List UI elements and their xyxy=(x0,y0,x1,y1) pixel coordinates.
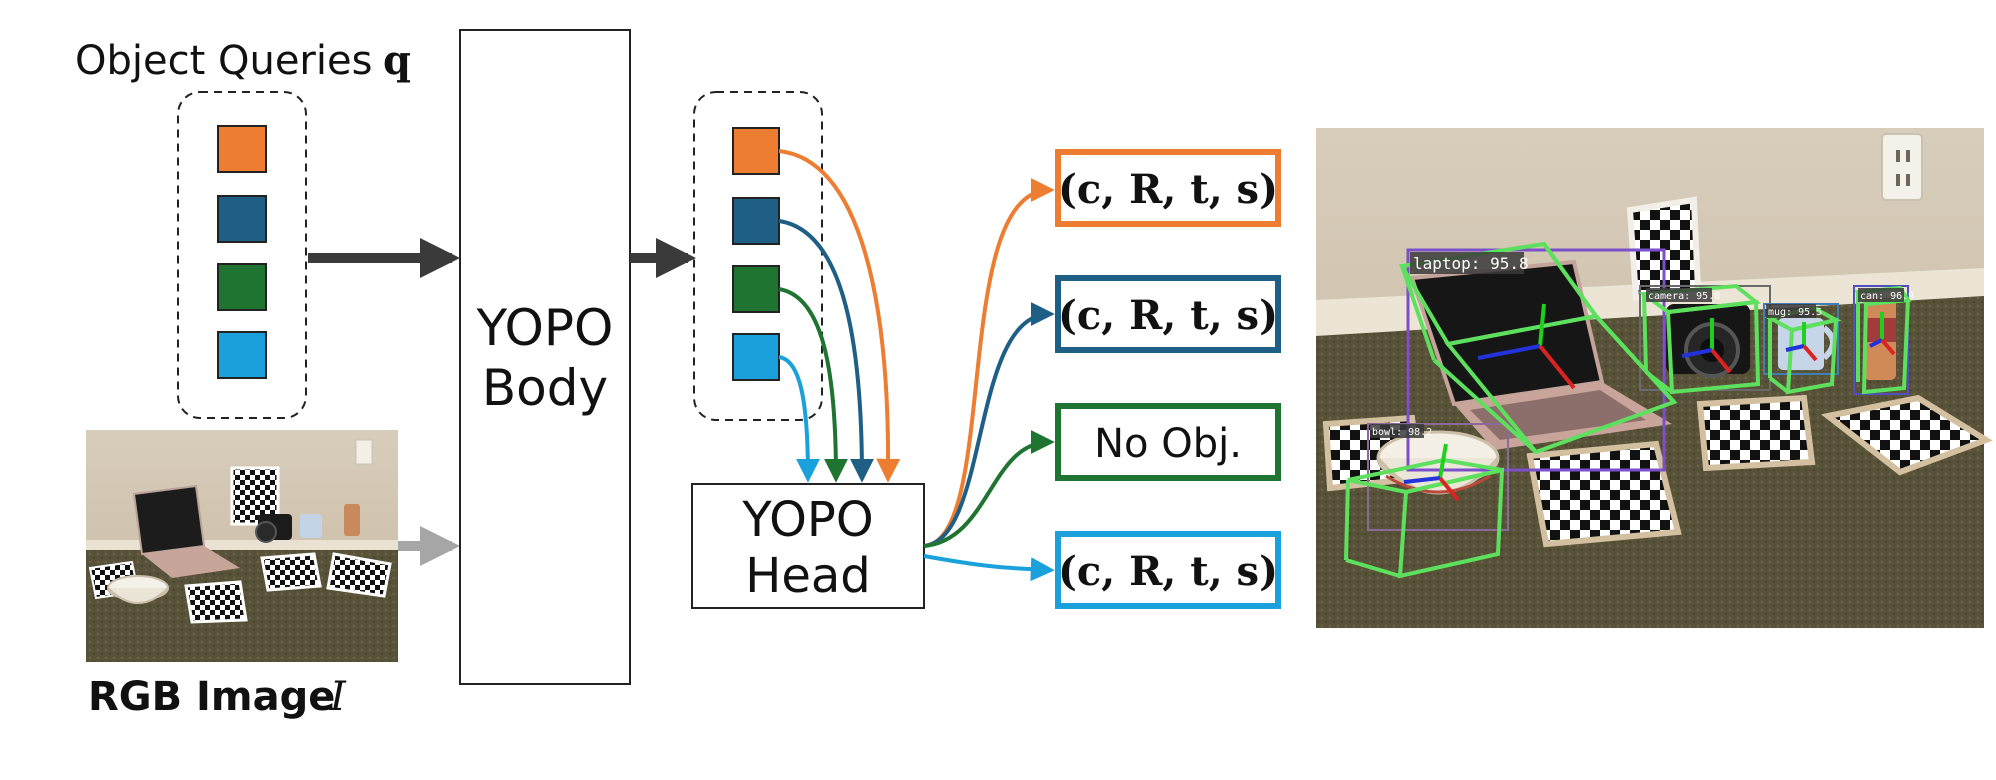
object-queries-symbol: q xyxy=(383,37,411,84)
decoded-queries-frame xyxy=(693,91,823,421)
decoded-token-2 xyxy=(732,197,780,245)
queries-group-frame xyxy=(177,91,307,419)
head-to-output3-curve xyxy=(923,430,1055,548)
detection-label-bg-2 xyxy=(1646,288,1712,302)
result-image xyxy=(1316,128,1993,628)
yopo-head-line2: Head xyxy=(745,548,871,604)
query-token-1 xyxy=(217,125,267,173)
detection-label-bg-3 xyxy=(1766,304,1816,318)
rgb-image-label: RGB Image xyxy=(88,674,335,720)
query-token-4 xyxy=(217,331,267,379)
yopo-body-line2: Body xyxy=(482,359,608,417)
decoded-token-1 xyxy=(732,127,780,175)
detection-label-bg-1 xyxy=(1410,252,1524,274)
token4-to-head-curve xyxy=(778,355,820,483)
yopo-body-line1: YOPO xyxy=(476,299,614,357)
detection-label-4: can: 96.9 xyxy=(1860,291,1914,302)
detection-label-bg-5 xyxy=(1370,424,1424,438)
yopo-head-block xyxy=(691,483,925,609)
yopo-body-block xyxy=(459,29,631,685)
output-box-1 xyxy=(1055,149,1281,227)
object-queries-label: Object Queries xyxy=(75,38,372,84)
head-to-output2-curve xyxy=(923,302,1055,548)
decoded-token-3 xyxy=(732,265,780,313)
output-box-3 xyxy=(1055,403,1281,481)
head-to-output1-curve xyxy=(923,178,1055,548)
token3-to-head-curve xyxy=(778,287,848,483)
rgb-image-symbol: I xyxy=(329,674,347,720)
input-rgb-image xyxy=(86,430,398,662)
output-text-2: (c, R, t, s) xyxy=(1058,292,1278,339)
query-token-2 xyxy=(217,195,267,243)
output-text-3: No Obj. xyxy=(1094,421,1242,467)
yopo-head-line1: YOPO xyxy=(741,492,873,548)
head-to-output4-curve xyxy=(923,554,1055,582)
output-text-4: (c, R, t, s) xyxy=(1058,548,1278,595)
detection-label-2: camera: 95.8 xyxy=(1648,291,1720,302)
detection-label-5: bowl: 98.2 xyxy=(1372,427,1432,438)
detection-label-bg-4 xyxy=(1858,288,1904,302)
token1-to-head-curve xyxy=(778,149,901,483)
output-box-4 xyxy=(1055,531,1281,609)
detection-label-1: laptop: 95.8 xyxy=(1413,254,1529,273)
output-text-1: (c, R, t, s) xyxy=(1058,166,1278,213)
query-token-3 xyxy=(217,263,267,311)
output-box-2 xyxy=(1055,275,1281,353)
token2-to-head-curve xyxy=(778,219,874,483)
decoded-token-4 xyxy=(732,333,780,381)
detection-label-3: mug: 95.5 xyxy=(1768,307,1822,318)
